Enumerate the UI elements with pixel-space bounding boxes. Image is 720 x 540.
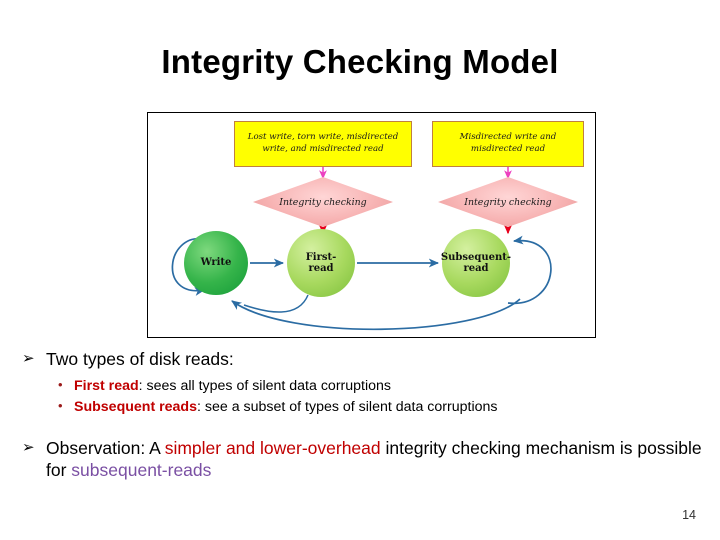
observation-highlight-red: simpler and lower-overhead — [164, 437, 381, 458]
bullet-text: Two types of disk reads: — [46, 349, 234, 369]
arrow-first-read-return-curve — [243, 294, 309, 313]
condition-box-lost-torn-misdirected: Lost write, torn write, misdirected writ… — [234, 121, 412, 167]
decision-label: Integrity checking — [464, 196, 552, 208]
sub-bullet-subsequent-reads: • Subsequent reads: see a subset of type… — [58, 397, 712, 417]
sub-bullet-emphasis: Subsequent reads — [74, 398, 197, 415]
bullet-two-types-of-disk-reads: ➢ Two types of disk reads: — [22, 348, 712, 370]
arrow-subsequent-read-self-loop — [507, 235, 552, 304]
observation-part1: Observation: A — [46, 437, 165, 458]
state-label: Write — [200, 257, 232, 269]
sub-bullet-rest: : see a subset of types of silent data c… — [197, 398, 498, 415]
state-node-subsequent-read: Subsequent- read — [441, 229, 511, 297]
state-label-line1: First- — [305, 251, 337, 263]
condition-box-misdirected: Misdirected write and misdirected read — [432, 121, 584, 167]
page-title: Integrity Checking Model — [161, 43, 559, 80]
state-label-line2: read — [463, 263, 489, 274]
arrow-bullet-icon: ➢ — [22, 349, 35, 367]
page-number: 14 — [682, 508, 696, 522]
sub-bullet-emphasis: First read — [74, 378, 139, 395]
dot-bullet-icon: • — [58, 377, 63, 393]
sub-bullet-rest: : sees all types of silent data corrupti… — [138, 378, 392, 395]
sub-bullet-text: First read: sees all types of silent dat… — [74, 376, 712, 396]
state-label: Subsequent- read — [441, 252, 511, 275]
integrity-checking-diagram: Lost write, torn write, misdirected writ… — [147, 112, 596, 338]
sub-bullet-list: • First read: sees all types of silent d… — [22, 376, 712, 416]
state-label-line1: Subsequent- — [440, 251, 512, 263]
observation-part2: integrity checking mechanism is possible… — [46, 437, 702, 481]
sub-bullet-text: Subsequent reads: see a subset of types … — [74, 397, 712, 417]
dot-bullet-icon: • — [58, 397, 63, 413]
arrow-bullet-icon: ➢ — [22, 437, 35, 456]
state-node-write: Write — [184, 231, 248, 295]
arrow-subsequent-read-to-write — [231, 298, 521, 331]
bullet-observation: ➢ Observation: A simpler and lower-overh… — [22, 437, 712, 482]
decision-label: Integrity checking — [279, 196, 367, 208]
state-label: First- read — [306, 252, 337, 275]
state-node-first-read: First- read — [287, 229, 355, 297]
sub-bullet-first-read: • First read: sees all types of silent d… — [58, 376, 712, 396]
state-label-line2: read — [308, 263, 334, 274]
bullet-text: Observation: A simpler and lower-overhea… — [46, 437, 712, 482]
decision-integrity-checking-subsequent-read: Integrity checking — [438, 177, 578, 227]
slide-body: ➢ Two types of disk reads: • First read:… — [22, 348, 712, 483]
decision-integrity-checking-first-read: Integrity checking — [253, 177, 393, 227]
observation-highlight-purple: subsequent-reads — [71, 460, 212, 481]
